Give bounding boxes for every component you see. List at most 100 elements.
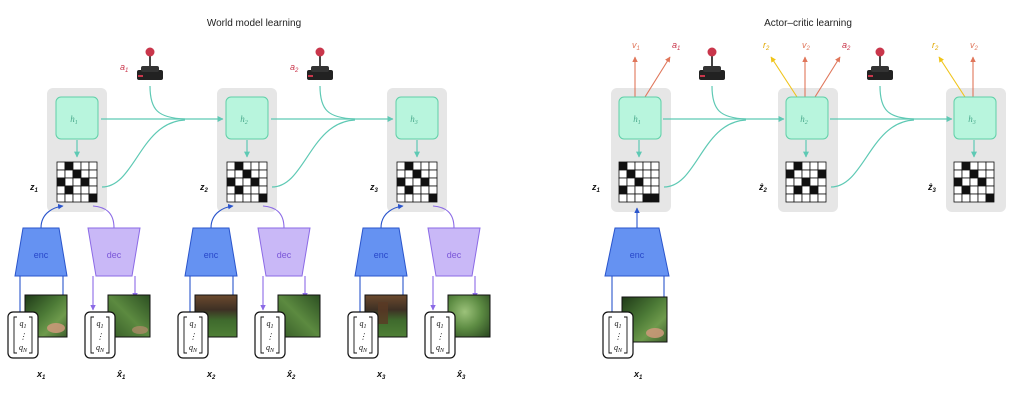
latent-cell xyxy=(250,169,260,179)
wm-x3-state-vector-icon: q1 ⋮ qN xyxy=(347,311,379,359)
svg-text:q1: q1 xyxy=(97,319,104,330)
latent-cell xyxy=(634,193,644,203)
latent-cell xyxy=(977,161,987,171)
latent-cell xyxy=(80,177,90,187)
ac-r2-arrow xyxy=(770,56,798,98)
latent-cell xyxy=(977,169,987,179)
latent-cell xyxy=(242,161,252,171)
latent-cell xyxy=(234,169,244,179)
ac-a1-to-merge xyxy=(711,85,747,120)
wm-x2-state-vector-icon: q1 ⋮ qN xyxy=(177,311,209,359)
latent-cell xyxy=(404,169,414,179)
wm-encoder-1: enc xyxy=(14,227,68,277)
ac-a2-label: a2 xyxy=(842,40,851,52)
latent-cell xyxy=(72,177,82,187)
wm-a2-to-merge xyxy=(319,85,356,120)
latent-cell xyxy=(396,177,406,187)
latent-cell xyxy=(793,177,803,187)
latent-cell xyxy=(634,161,644,171)
ac-z1-grid xyxy=(618,161,660,203)
latent-cell xyxy=(412,169,422,179)
wm-joystick-icon-1 xyxy=(137,47,163,80)
wm-h2-label: h2 xyxy=(240,114,248,126)
latent-cell xyxy=(650,193,660,203)
latent-cell xyxy=(56,169,66,179)
latent-cell xyxy=(817,193,827,203)
latent-cell xyxy=(801,161,811,171)
latent-cell xyxy=(428,169,438,179)
svg-text:⋮: ⋮ xyxy=(19,332,27,341)
latent-cell xyxy=(226,185,236,195)
latent-cell xyxy=(396,193,406,203)
svg-text:dec: dec xyxy=(107,250,122,260)
ac-r3-label: r2 xyxy=(932,40,939,52)
latent-cell xyxy=(226,193,236,203)
latent-cell xyxy=(626,161,636,171)
latent-cell xyxy=(72,169,82,179)
latent-cell xyxy=(642,169,652,179)
latent-cell xyxy=(626,185,636,195)
latent-cell xyxy=(953,177,963,187)
latent-cell xyxy=(420,169,430,179)
latent-cell xyxy=(969,161,979,171)
ac-joystick-icon-1 xyxy=(699,47,725,80)
ac-v1-label: v1 xyxy=(632,40,640,52)
latent-cell xyxy=(618,185,628,195)
latent-cell xyxy=(404,161,414,171)
wm-xhat3-state-vector-icon: q1 ⋮ qN xyxy=(424,311,456,359)
latent-cell xyxy=(977,193,987,203)
wm-decoder-3: dec xyxy=(427,227,481,277)
latent-cell xyxy=(64,169,74,179)
latent-cell xyxy=(817,161,827,171)
wm-x1-label: x1 xyxy=(36,369,46,381)
latent-cell xyxy=(234,161,244,171)
wm-a1-label: a1 xyxy=(120,62,128,74)
latent-cell xyxy=(650,161,660,171)
wm-enc2-to-z2 xyxy=(210,203,234,229)
latent-cell xyxy=(64,177,74,187)
ac-r3-arrow xyxy=(938,56,966,98)
actor-critic-title: Actor–critic learning xyxy=(764,18,852,29)
ac-z2-label: ẑ2 xyxy=(758,182,768,194)
ac-a2-to-merge xyxy=(879,85,915,120)
ac-a1-label: a1 xyxy=(672,40,680,52)
latent-cell xyxy=(226,177,236,187)
latent-cell xyxy=(785,169,795,179)
latent-cell xyxy=(801,193,811,203)
latent-cell xyxy=(80,185,90,195)
latent-cell xyxy=(56,185,66,195)
wm-encoder-2: enc xyxy=(184,227,238,277)
latent-cell xyxy=(88,161,98,171)
latent-cell xyxy=(809,161,819,171)
latent-cell xyxy=(396,161,406,171)
latent-cell xyxy=(793,185,803,195)
latent-cell xyxy=(642,161,652,171)
latent-cell xyxy=(618,161,628,171)
latent-cell xyxy=(250,161,260,171)
svg-text:enc: enc xyxy=(204,250,219,260)
latent-cell xyxy=(428,161,438,171)
svg-text:q1: q1 xyxy=(437,319,444,330)
latent-cell xyxy=(250,177,260,187)
latent-cell xyxy=(626,177,636,187)
wm-z2-to-dec2 xyxy=(262,205,285,229)
svg-text:qN: qN xyxy=(436,343,445,354)
latent-cell xyxy=(420,161,430,171)
latent-cell xyxy=(626,169,636,179)
latent-cell xyxy=(793,193,803,203)
latent-cell xyxy=(428,177,438,187)
latent-cell xyxy=(396,185,406,195)
latent-cell xyxy=(985,193,995,203)
svg-text:q1: q1 xyxy=(267,319,274,330)
latent-cell xyxy=(961,185,971,195)
latent-cell xyxy=(642,177,652,187)
wm-xhat2-label: x̂2 xyxy=(286,369,296,381)
latent-cell xyxy=(404,193,414,203)
ac-joystick-icon-2 xyxy=(867,47,893,80)
latent-cell xyxy=(226,169,236,179)
latent-cell xyxy=(634,185,644,195)
ac-v2-label: v2 xyxy=(802,40,811,52)
latent-cell xyxy=(428,193,438,203)
latent-cell xyxy=(618,177,628,187)
latent-cell xyxy=(969,169,979,179)
